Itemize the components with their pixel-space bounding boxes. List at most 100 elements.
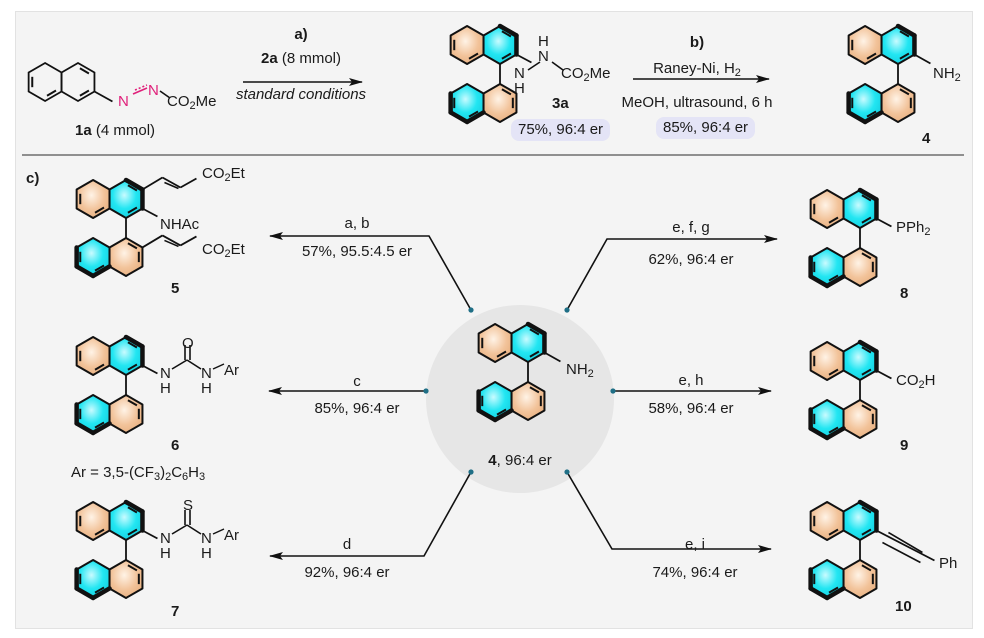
d6-ring-lower-right	[108, 393, 144, 434]
d10-db	[861, 528, 872, 536]
wedge-bond	[824, 426, 846, 441]
d7-n2: N	[201, 530, 212, 547]
p4-db	[899, 52, 910, 60]
d5-ester-bottom: CO2Et	[202, 241, 245, 260]
d7-h1: H	[160, 545, 171, 562]
int-h2: H	[538, 33, 549, 50]
d8-id: 8	[900, 285, 909, 302]
arrow-to-5	[269, 232, 472, 311]
d6-carbonyl-o: O	[182, 335, 194, 352]
d9-c-c-bond	[876, 369, 892, 380]
d5-db	[94, 206, 105, 214]
d6-ring-upper-left	[75, 336, 111, 376]
step-b-conditions: MeOH, ultrasound, 6 h	[621, 94, 773, 111]
hub-ring-lower-right	[510, 380, 546, 421]
step-a-conditions: standard conditions	[235, 86, 367, 103]
p4-group-text: NH	[933, 65, 955, 82]
hub-group-text: NH	[566, 361, 588, 378]
hub-db	[529, 350, 540, 358]
d8-group-sub: 2	[924, 226, 931, 238]
d7-db	[127, 506, 138, 514]
d7-db	[127, 528, 138, 536]
d5-ester2-sub: 2	[224, 248, 231, 260]
d8-db	[828, 216, 839, 224]
d5-db	[127, 184, 138, 192]
d9-yield: 58%, 96:4 er	[648, 400, 734, 417]
azo-n2: N	[148, 82, 159, 99]
int-ester-co: CO	[561, 65, 584, 82]
d6-n2: N	[201, 365, 212, 382]
int-ring-upper-left	[449, 25, 485, 65]
d5-vinyl	[162, 176, 181, 189]
int-db	[501, 30, 512, 38]
wedge-bond	[492, 408, 514, 423]
d8-db	[861, 252, 872, 260]
sm-ester-sub: 2	[189, 100, 196, 112]
p4-group-sub: 2	[954, 72, 961, 84]
wedge-bond	[846, 110, 868, 125]
d5-ester-top: CO2Et	[202, 165, 245, 184]
d6-id: 6	[171, 437, 180, 454]
d5-vinyl	[141, 234, 163, 249]
d8-group-text: PPh	[896, 219, 925, 236]
int-yield-badge: 75%, 96:4 er	[511, 119, 611, 141]
d6-h1: H	[160, 380, 171, 397]
hub-c-n-bond	[544, 351, 561, 363]
d7-thio-s: S	[183, 497, 194, 514]
d9-ring-lower-right	[842, 398, 878, 439]
wedge-bond	[74, 586, 96, 601]
note-s2: 2	[165, 471, 172, 483]
d9-db	[861, 404, 872, 412]
d10-ring-lower-right	[842, 558, 878, 599]
section-divider	[22, 154, 964, 156]
int-n-c-bond	[551, 61, 564, 71]
wedge-bond	[857, 339, 879, 354]
d10-db	[828, 586, 839, 594]
d5-vinyl	[180, 235, 197, 247]
d6-db	[94, 363, 105, 371]
int-id: 3a	[552, 95, 569, 112]
d9-group-h: H	[924, 372, 936, 389]
d9-conditions: e, h	[678, 372, 704, 389]
hub-db	[496, 350, 507, 358]
hub-group-sub: 2	[587, 368, 594, 380]
p4-ring-lower-right	[880, 82, 916, 123]
d7-c-n	[186, 524, 202, 535]
d8-ring-upper-left	[809, 189, 845, 229]
wedge-bond	[895, 23, 917, 38]
d6-yield: 85%, 96:4 er	[314, 400, 400, 417]
d7-db	[94, 528, 105, 536]
d6-n1: N	[160, 365, 171, 382]
hub-db	[529, 386, 540, 394]
anchor-dot	[564, 307, 570, 313]
wedge-bond	[857, 187, 879, 202]
d5-ester-et: Et	[230, 165, 245, 182]
d6-db	[127, 341, 138, 349]
d9-group: CO2H	[896, 372, 936, 391]
int-ring-lower-right	[482, 82, 518, 123]
d5-ring-upper-left	[75, 179, 111, 219]
wedge-bond	[862, 110, 884, 125]
d5-ester-co: CO	[202, 165, 225, 182]
sm-db	[79, 67, 90, 75]
anchor-dot	[468, 469, 474, 475]
d5-group: NHAc	[160, 216, 200, 233]
step-c-label: c)	[26, 170, 40, 187]
int-db	[501, 52, 512, 60]
d5-vinyl-db	[164, 239, 179, 248]
step-a-label: a)	[294, 26, 308, 43]
d5-vinyl	[162, 234, 181, 247]
d5-c-n-bond	[142, 207, 158, 218]
d10-alkyne3	[882, 541, 921, 564]
d10-alkyne2	[888, 531, 923, 554]
d5-db	[127, 242, 138, 250]
d7-h2: H	[201, 545, 212, 562]
wedge-bond	[525, 321, 547, 336]
d10-db	[861, 506, 872, 514]
note-d: H	[188, 464, 199, 481]
d6-db	[127, 399, 138, 407]
d10-group: Ph	[939, 555, 958, 572]
note-s3: 6	[182, 471, 189, 483]
wedge-bond	[74, 421, 96, 436]
reagent-amount: (8 mmol)	[277, 50, 342, 67]
